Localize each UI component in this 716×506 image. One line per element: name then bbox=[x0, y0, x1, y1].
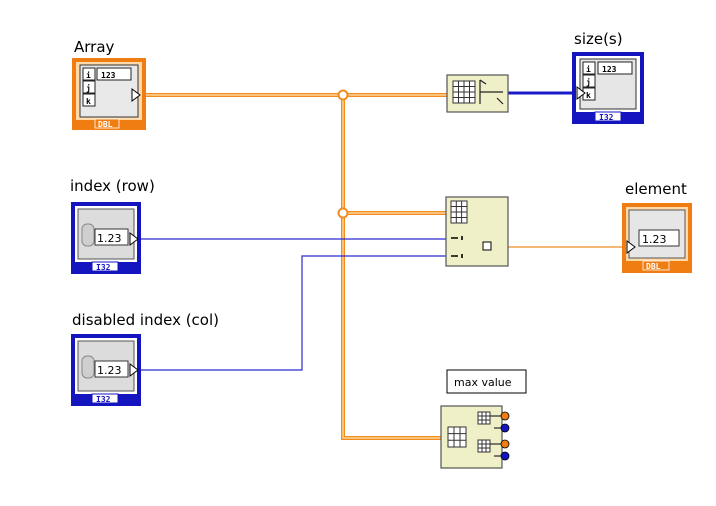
increment-decrement-icon[interactable] bbox=[81, 355, 95, 379]
min-value-terminal[interactable] bbox=[500, 439, 510, 449]
min-output-icon bbox=[477, 439, 491, 453]
sizes-glyph: 123 bbox=[602, 65, 617, 74]
index-row-value: 1.23 bbox=[97, 232, 122, 245]
array-size-function[interactable] bbox=[446, 74, 509, 113]
index-row-control[interactable]: index (row) 1.23 I32 bbox=[70, 177, 155, 274]
element-label: element bbox=[625, 180, 687, 198]
max-value-text: max value bbox=[454, 376, 512, 389]
array-index-display: i j k bbox=[82, 67, 96, 107]
array-grid-icon bbox=[452, 80, 476, 104]
element-type-badge: DBL bbox=[646, 262, 661, 271]
index-col-control[interactable]: disabled index (col) 1.23 I32 bbox=[71, 311, 219, 406]
element-value: 1.23 bbox=[642, 233, 667, 246]
input-arrow-icon bbox=[576, 86, 586, 100]
max-output-icon bbox=[477, 411, 491, 425]
min-index-terminal[interactable] bbox=[500, 451, 510, 461]
size-arrow-icon bbox=[479, 79, 504, 105]
index-col-wire[interactable] bbox=[140, 255, 446, 371]
array-type-badge: DBL bbox=[98, 120, 113, 129]
array-grid-icon bbox=[450, 200, 468, 224]
dim-k: k bbox=[86, 97, 91, 106]
max-index-terminal[interactable] bbox=[500, 423, 510, 433]
index-col-label: disabled index (col) bbox=[72, 311, 219, 329]
dim-j: j bbox=[586, 77, 591, 87]
element-indicator: element 1.23 DBL bbox=[622, 180, 692, 273]
max-value-terminal[interactable] bbox=[500, 411, 510, 421]
output-arrow-icon bbox=[131, 88, 141, 102]
output-arrow-icon bbox=[129, 232, 139, 246]
col-index-terminal-icon bbox=[451, 254, 463, 258]
index-row-type-badge: I32 bbox=[96, 263, 111, 272]
array-grid-icon bbox=[447, 426, 467, 448]
index-array-function[interactable] bbox=[445, 196, 509, 267]
index-col-type-badge: I32 bbox=[96, 395, 111, 404]
input-arrow-icon bbox=[626, 240, 636, 254]
row-index-terminal-icon bbox=[451, 236, 463, 240]
sizes-type-badge: I32 bbox=[599, 113, 614, 122]
array-wire[interactable] bbox=[139, 89, 448, 440]
array-glyph: 123 bbox=[101, 71, 116, 80]
index-col-value: 1.23 bbox=[97, 364, 122, 377]
dim-j: j bbox=[86, 83, 91, 93]
wires bbox=[139, 89, 623, 440]
index-row-label: index (row) bbox=[70, 177, 155, 195]
output-arrow-icon bbox=[129, 363, 139, 377]
element-output-terminal-icon bbox=[482, 241, 492, 251]
array-label: Array bbox=[74, 38, 115, 56]
sizes-label: size(s) bbox=[574, 30, 623, 48]
max-value-free-label: max value bbox=[446, 369, 527, 394]
sizes-indicator: size(s) i j k 123 I32 bbox=[572, 30, 644, 124]
dim-k: k bbox=[586, 91, 591, 100]
dim-i: i bbox=[586, 64, 591, 74]
array-control[interactable]: Array i j k 123 DBL bbox=[72, 38, 146, 130]
increment-decrement-icon[interactable] bbox=[81, 223, 95, 247]
array-max-min-function[interactable] bbox=[440, 405, 510, 469]
dim-i: i bbox=[86, 70, 91, 80]
